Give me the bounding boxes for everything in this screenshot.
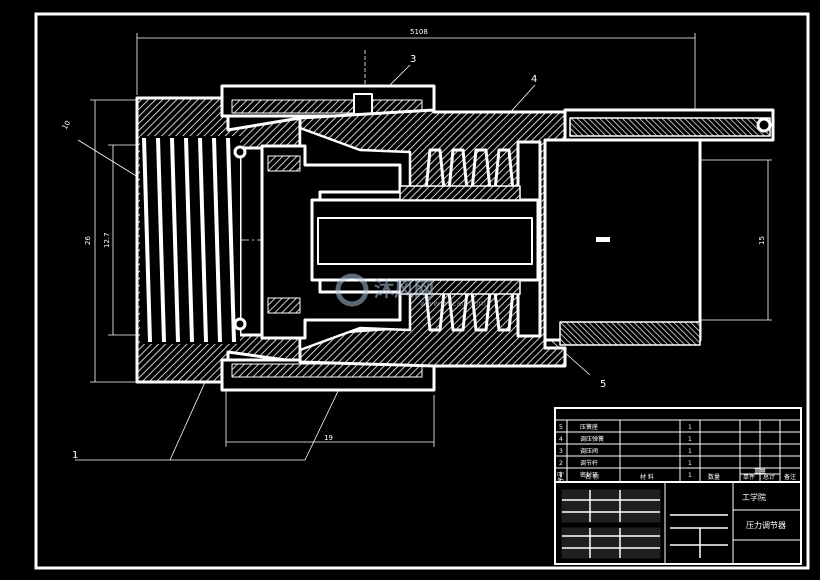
dim-sleeve-length: 19 — [324, 434, 333, 442]
left-seal-top — [233, 145, 247, 159]
bom-row-name: 调压弹簧 — [580, 435, 604, 443]
school-name: 工学院 — [742, 492, 766, 502]
dim-outlet-diameter: 15 — [758, 236, 766, 245]
bom-header-weight: 重量 — [754, 467, 766, 475]
drawing-border — [34, 12, 810, 570]
spring-lower — [423, 281, 516, 332]
valve-assembly — [135, 84, 775, 392]
title-block — [554, 407, 802, 565]
bom-table: 5 压簧座 1 4 调压弹簧 1 3 调压阀 1 2 调节杆 1 1 密封环 1… — [557, 423, 796, 483]
bom-header-material: 材 料 — [640, 473, 654, 481]
bom-header-total-weight: 总计 — [763, 473, 775, 481]
bom-row-qty: 1 — [688, 448, 692, 455]
bom-row-no: 4 — [559, 436, 563, 443]
bom-header-qty: 数量 — [708, 473, 720, 481]
bom-row-no: 5 — [559, 424, 563, 431]
dim-overall-length: 5108 — [410, 28, 428, 36]
watermark: 沐风网 www.mfcad.com — [335, 273, 486, 308]
bom-header-name: 名 称 — [585, 473, 599, 481]
watermark-url: www.mfcad.com — [420, 299, 486, 308]
watermark-text: 沐风网 — [374, 277, 434, 301]
bom-row-name: 密封环 — [580, 471, 598, 479]
bom-header-unit-weight: 单件 — [743, 473, 755, 481]
part-label-1: 1 — [72, 450, 78, 461]
bom-row-name: 调压阀 — [580, 447, 598, 455]
left-seal-bottom — [233, 317, 247, 331]
outlet-thread-top — [569, 117, 771, 137]
thread-teeth — [142, 137, 236, 343]
dim-thread-diameter: 12.7 — [103, 232, 111, 248]
bom-row-no: 1 — [559, 472, 563, 479]
bom-row-name: 调节杆 — [580, 459, 598, 467]
bom-row-qty: 1 — [688, 424, 692, 431]
drawing-title: 压力调节器 — [746, 520, 786, 530]
watermark-logo-icon — [335, 273, 369, 307]
outlet-pipe — [543, 138, 702, 342]
bom-row-no: 3 — [559, 448, 563, 455]
spring-upper — [423, 148, 516, 201]
part-label-4: 4 — [531, 74, 537, 85]
bom-row-no: 2 — [559, 460, 563, 467]
dim-angle: 10 — [61, 119, 72, 131]
bom-row-qty: 1 — [688, 460, 692, 467]
bom-row-qty: 1 — [688, 472, 692, 479]
bom-row-name: 压簧座 — [580, 423, 598, 431]
bom-header-remarks: 备注 — [784, 473, 796, 481]
part-label-3: 3 — [410, 54, 416, 65]
valve-cup — [260, 144, 402, 340]
bom-row-qty: 1 — [688, 436, 692, 443]
bom-header-no: 序号 — [557, 471, 565, 483]
dim-outer-diameter: 26 — [84, 236, 92, 245]
center-mark — [596, 237, 610, 242]
outlet-thread-bottom — [559, 321, 701, 346]
part-label-5: 5 — [600, 379, 606, 390]
